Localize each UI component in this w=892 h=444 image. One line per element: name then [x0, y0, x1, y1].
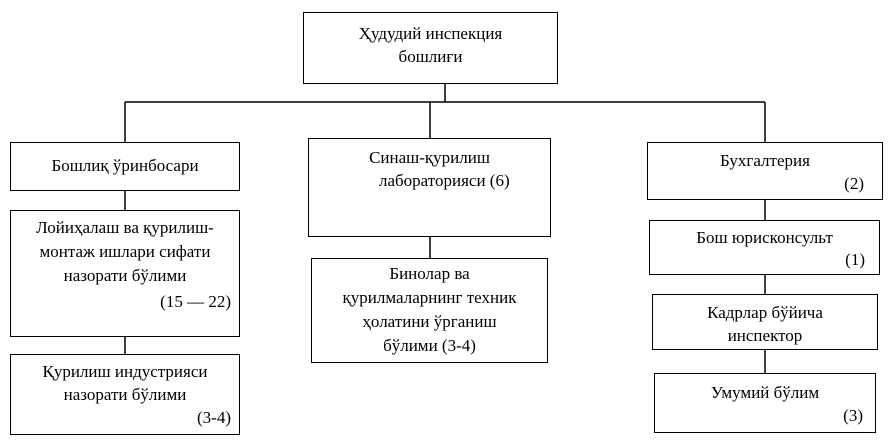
design-quality-count: (15 — 22): [160, 292, 231, 311]
lab-line1: Синаш-қурилиш: [369, 148, 490, 167]
industry-control-box: Қурилиш индустрияси назорати бўлими (3-4…: [10, 354, 240, 435]
accounting-label: Бухгалтерия: [720, 151, 810, 170]
design-quality-line2: монтаж ишлари сифати: [39, 242, 211, 261]
hr-inspector-line2: инспектор: [727, 326, 803, 345]
design-quality-line3: назорати бўлими: [63, 266, 187, 285]
legal-box: Бош юрисконсульт (1): [649, 220, 880, 275]
accounting-count: (2): [844, 174, 864, 193]
legal-count: (1): [845, 250, 865, 269]
deputy-box: Бошлиқ ўринбосари: [10, 142, 240, 191]
hr-inspector-line1: Кадрлар бўйича: [707, 303, 823, 322]
lab-line2: лабораторияси (6): [379, 171, 510, 190]
industry-control-line2: назорати бўлими: [63, 385, 187, 404]
buildings-box: Бинолар ва қурилмаларнинг техник ҳолатин…: [311, 258, 548, 363]
general-dept-count: (3): [843, 406, 863, 425]
design-quality-box: Лойиҳалаш ва қурилиш- монтаж ишлари сифа…: [10, 210, 240, 337]
buildings-line2: қурилмаларнинг техник: [342, 288, 517, 307]
industry-control-count: (3-4): [197, 408, 231, 427]
chief-title-line2: бошлиғи: [398, 47, 463, 66]
general-dept-box: Умумий бўлим (3): [654, 373, 876, 433]
buildings-line4: бўлими (3-4): [383, 336, 476, 355]
accounting-box: Бухгалтерия (2): [647, 142, 883, 200]
industry-control-line1: Қурилиш индустрияси: [42, 362, 208, 381]
lab-box: Синаш-қурилиш лабораторияси (6): [308, 138, 551, 237]
general-dept-label: Умумий бўлим: [710, 383, 820, 402]
deputy-label: Бошлиқ ўринбосари: [51, 156, 199, 175]
buildings-line1: Бинолар ва: [389, 264, 470, 283]
hr-inspector-box: Кадрлар бўйича инспектор: [652, 294, 878, 350]
chief-box: Ҳудудий инспекция бошлиғи: [303, 12, 558, 84]
design-quality-line1: Лойиҳалаш ва қурилиш-: [36, 218, 214, 237]
buildings-line3: ҳолатини ўрганиш: [362, 312, 497, 331]
chief-title-line1: Ҳудудий инспекция: [358, 24, 503, 43]
legal-label: Бош юрисконсульт: [696, 228, 833, 247]
